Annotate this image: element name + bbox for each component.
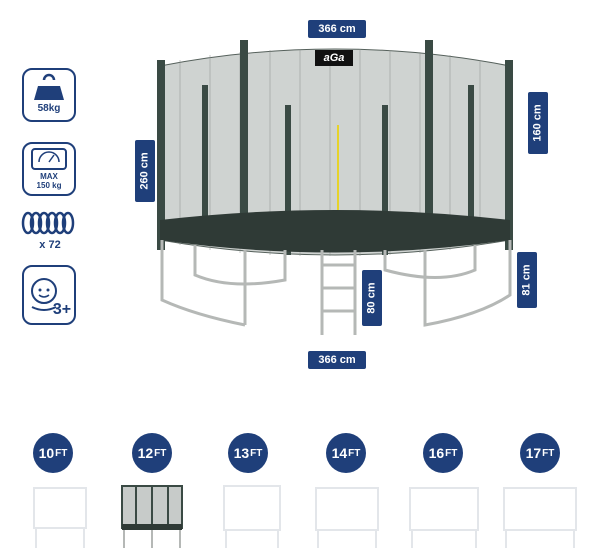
bottom-width-label: 366 cm bbox=[308, 351, 366, 369]
child-face-icon bbox=[31, 278, 57, 311]
frame-height-label: 81 cm bbox=[517, 252, 537, 308]
thumb-16ft[interactable] bbox=[406, 480, 482, 550]
thumb-17ft[interactable] bbox=[500, 480, 580, 550]
thumb-14ft[interactable] bbox=[312, 480, 382, 550]
thumb-13ft[interactable] bbox=[220, 480, 284, 550]
weight-icon bbox=[34, 73, 64, 100]
brand-logo: aGa bbox=[315, 50, 353, 66]
max-load-badge: MAX 150 kg bbox=[22, 142, 76, 196]
max-label: MAX bbox=[40, 172, 58, 181]
weight-badge: 58kg bbox=[22, 68, 76, 122]
ladder-height-label: 80 cm bbox=[362, 270, 382, 326]
springs-count: x 72 bbox=[39, 239, 61, 251]
total-height-label: 260 cm bbox=[135, 140, 155, 202]
age-badge: 3+ bbox=[22, 265, 76, 325]
top-width-label: 366 cm bbox=[308, 20, 366, 38]
thumb-10ft[interactable] bbox=[30, 480, 90, 550]
max-value: 150 kg bbox=[36, 181, 62, 190]
trampoline-illustration bbox=[157, 40, 513, 335]
spring-icon bbox=[21, 211, 75, 235]
net-height-label: 160 cm bbox=[528, 92, 548, 154]
thumb-12ft[interactable] bbox=[118, 480, 186, 550]
age-text: 3+ bbox=[52, 301, 72, 318]
weight-text: 58kg bbox=[37, 103, 61, 114]
scale-icon bbox=[31, 148, 67, 170]
